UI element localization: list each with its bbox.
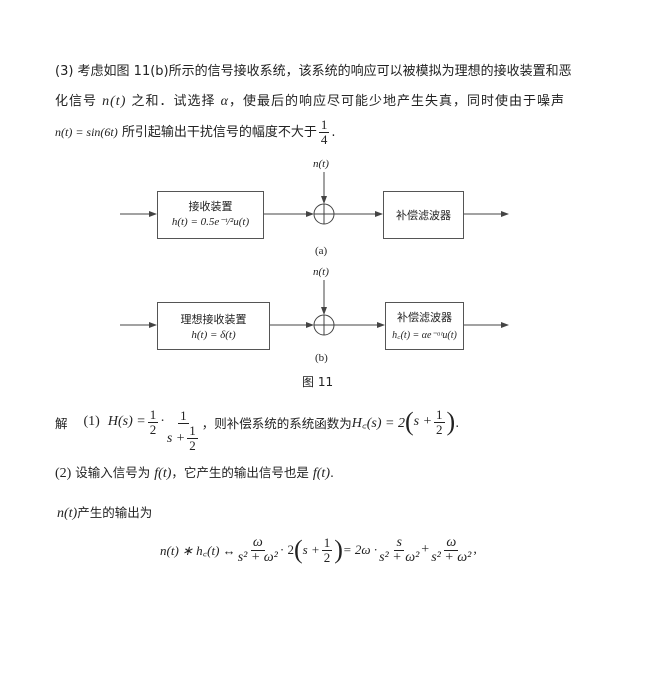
box-title: 理想接收装置: [180, 313, 247, 326]
math: H(s) =: [107, 414, 146, 429]
solution-part-3: n(t)产生的输出为: [57, 502, 152, 522]
dot: ·: [160, 414, 165, 429]
noise-label-a: n(t): [313, 158, 329, 170]
box-formula: h(t) = δ(t): [191, 329, 236, 341]
math: f(t): [154, 466, 172, 481]
compensator-box-a: 补偿滤波器: [383, 191, 464, 239]
math: s +: [302, 542, 320, 557]
math-n-t: n(t): [102, 94, 127, 109]
label-b: (b): [315, 352, 328, 364]
num: 1: [434, 406, 445, 423]
label-a: (a): [315, 245, 328, 257]
text: ，它产生的输出信号也是: [171, 465, 313, 480]
num: 1: [187, 423, 198, 439]
num: ω: [444, 534, 459, 551]
text: ，则补偿系统的系统函数为: [201, 415, 352, 431]
part-label: (1): [83, 414, 100, 429]
math: s +: [413, 414, 433, 429]
num: 1: [321, 534, 333, 551]
num: 1: [318, 117, 330, 133]
box-title: 补偿滤波器: [397, 311, 452, 324]
den: 2: [149, 421, 157, 437]
solution-prefix: 解: [55, 415, 68, 431]
num: s: [394, 534, 404, 551]
text: 所引起输出干扰信号的幅度不大于: [117, 125, 317, 140]
text: ，使最后的响应尽可能少地产生失真，同时使由于噪声: [228, 94, 565, 109]
receiver-box-a: 接收装置 h(t) = 0.5e⁻ᵗ/²u(t): [157, 191, 264, 239]
num: 1: [147, 406, 159, 423]
noise-label-b: n(t): [313, 266, 329, 278]
den: 2: [323, 549, 331, 565]
math: H꜀(s) = 2: [351, 415, 405, 431]
ideal-receiver-box-b: 理想接收装置 h(t) = δ(t): [157, 302, 270, 350]
math: = 2ω ·: [342, 542, 378, 557]
plus: +: [421, 542, 430, 557]
box-formula: h(t) = 0.5e⁻ᵗ/²u(t): [171, 216, 250, 228]
den: s² + ω²: [237, 549, 278, 565]
den: s² + ω²: [379, 549, 420, 565]
den: s² + ω²: [431, 549, 472, 565]
den: 2: [189, 438, 196, 453]
box-formula: h꜀(t) = αe⁻ᵅᵗu(t): [392, 330, 457, 341]
text: 产生的输出为: [77, 505, 153, 520]
box-title: 补偿滤波器: [396, 209, 451, 222]
text: .: [455, 414, 460, 430]
text: 设输入信号为: [71, 465, 155, 480]
math: n(t) ∗ h꜀(t) ↔: [160, 543, 236, 558]
problem-line-2: 化信号 n(t) 之和．试选择 α，使最后的响应尽可能少地产生失真，同时使由于噪…: [55, 90, 565, 110]
math: f(t): [312, 466, 330, 481]
figure-caption: 图 11: [302, 375, 334, 389]
den: s +: [166, 430, 186, 446]
text: 化信号: [55, 94, 103, 109]
text: ,: [473, 542, 477, 557]
solution-part-2: (2) 设输入信号为 f(t)，它产生的输出信号也是 f(t).: [55, 462, 334, 482]
num: ω: [250, 534, 265, 551]
den: 4: [320, 132, 328, 147]
math: · 2: [279, 542, 294, 557]
math: n(t): [57, 506, 78, 521]
text: .: [329, 465, 334, 480]
text: 之和．试选择: [126, 94, 221, 109]
den: 2: [436, 421, 443, 437]
num: 1: [178, 408, 189, 424]
text: .: [331, 125, 336, 140]
math-noise: n(t) = sin(6t): [55, 125, 118, 139]
problem-line-1: (3) 考虑如图 11(b)所示的信号接收系统，该系统的响应可以被模拟为理想的接…: [55, 64, 572, 79]
part-label: (2): [55, 466, 72, 481]
math-alpha: α: [220, 94, 229, 109]
box-title: 接收装置: [188, 200, 233, 213]
compensator-box-b: 补偿滤波器 h꜀(t) = αe⁻ᵅᵗu(t): [385, 302, 464, 350]
